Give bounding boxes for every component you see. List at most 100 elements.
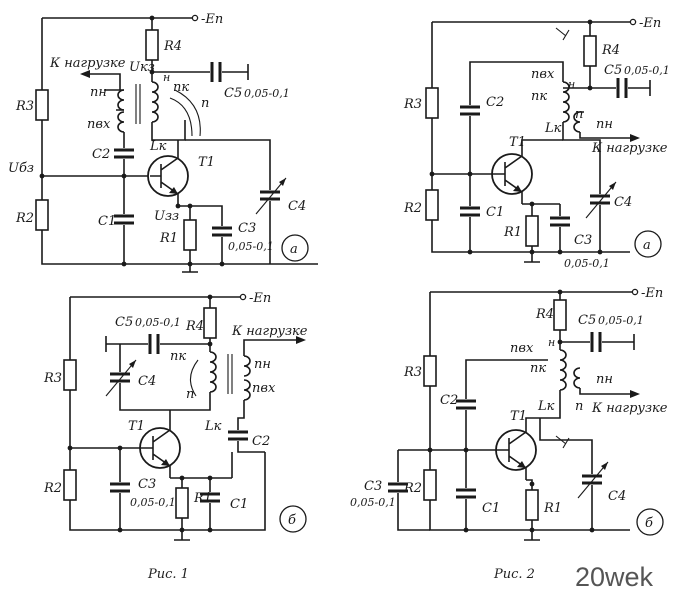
fig2b-lk-label: Lк	[537, 399, 555, 414]
fig1a-nn-label: nн	[90, 85, 107, 100]
fig1b-r3-label: R3	[43, 371, 62, 386]
fig1b-c1-label: C1	[230, 497, 248, 512]
fig1a-c3-value: 0,05-0,1	[228, 240, 274, 253]
fig2b-r4-label: R4	[535, 307, 554, 322]
fig1a-supply-label: -Eп	[201, 12, 223, 27]
fig2b-t1-label: T1	[510, 409, 527, 424]
fig1a-variant-marker	[281, 234, 309, 262]
fig2b-c5-label: C5	[578, 313, 596, 328]
fig2a-c3-value: 0,05-0,1	[564, 257, 610, 270]
fig2a-variant-marker	[634, 230, 662, 258]
fig1a-r1	[183, 219, 197, 251]
fig2a-r3-label: R3	[403, 97, 422, 112]
watermark: 20wek	[575, 562, 654, 592]
fig1b-c2-label: C2	[252, 434, 270, 449]
fig1b-lk-label: Lк	[204, 419, 222, 434]
fig2b-c1-label: C1	[482, 501, 500, 516]
fig2b-r2	[423, 469, 437, 501]
figure-2a: -Eп R3 R2 C2 C1 R4 C5 0,05-0,1 н nвх nк …	[403, 16, 670, 270]
fig2a-t1-label: T1	[509, 135, 526, 150]
fig2a-variant-label: a	[643, 238, 651, 253]
fig1b-c5-label: C5	[115, 315, 133, 330]
fig2b-n-label: n	[575, 399, 583, 414]
fig2a-c2-label: C2	[486, 95, 504, 110]
fig2a-c5-value: 0,05-0,1	[624, 64, 670, 77]
fig2a-r2-label: R2	[403, 201, 422, 216]
fig1b-r2	[63, 469, 77, 501]
fig1b-load-label: К нагрузке	[231, 324, 308, 339]
fig2b-r1	[525, 489, 539, 521]
fig1a-nvx-label: nвх	[87, 117, 111, 132]
fig1a-c1-label: C1	[98, 214, 116, 229]
fig1b-r4	[203, 307, 217, 339]
fig1b-nn-label: nн	[254, 357, 271, 372]
fig2a-r1-label: R1	[503, 225, 522, 240]
fig2b-c2-label: C2	[440, 393, 458, 408]
fig1b-r4-label: R4	[185, 319, 204, 334]
fig1a-nk-label: nк	[173, 80, 189, 95]
fig2a-nk-label: nк	[531, 89, 547, 104]
fig2a-r4-label: R4	[601, 43, 620, 58]
fig1a-c2-label: C2	[92, 147, 110, 162]
fig1b-c4-label: C4	[138, 374, 156, 389]
fig1a-c5-value: 0,05-0,1	[244, 87, 290, 100]
figure-2b: -Eп R3 R2 C3 0,05-0,1 C2 C1 R4 C5 0,05-0…	[350, 286, 668, 541]
fig1a-r1-label: R1	[159, 231, 178, 246]
fig2b-r1-label: R1	[543, 501, 562, 516]
figure-1a: -Eп R3 R2 Uбз R4 C5 0,05-0,1 Lк н nк Uкз…	[8, 12, 318, 273]
fig2b-r4	[553, 299, 567, 331]
fig2b-load-label: К нагрузке	[591, 401, 668, 416]
fig2a-c5-label: C5	[604, 63, 622, 78]
fig1a-t1-label: T1	[198, 155, 215, 170]
fig1b-c3-label: C3	[138, 477, 156, 492]
figure-1b: -Eп R3 R2 C3 0,05-0,1 R4 C5 0,05-0,1 C4 …	[43, 291, 308, 541]
fig1a-c5-label: C5	[224, 86, 242, 101]
fig1b-c3-value: 0,05-0,1	[130, 496, 176, 509]
fig1a-load-label: К нагрузке	[49, 56, 126, 71]
fig1b-nvx-label: nвх	[252, 381, 276, 396]
fig2a-r2	[425, 189, 439, 221]
fig1b-r1	[175, 487, 189, 519]
fig2b-c4-label: C4	[608, 489, 626, 504]
fig2b-h-label: н	[548, 336, 555, 349]
fig2a-r1	[525, 215, 539, 247]
fig2a-lk-label: Lк	[544, 121, 562, 136]
fig1b-t1-label: T1	[128, 419, 145, 434]
fig2b-c3-value: 0,05-0,1	[350, 496, 396, 509]
fig1a-r4	[145, 29, 159, 61]
fig2a-c1-label: C1	[486, 205, 504, 220]
fig1b-r2-label: R2	[43, 481, 62, 496]
fig2a-nn-label: nн	[596, 117, 613, 132]
fig1a-r2	[35, 199, 49, 231]
fig2b-c5-value: 0,05-0,1	[598, 314, 644, 327]
fig1a-r2-label: R2	[15, 211, 34, 226]
fig2a-supply-label: -Eп	[639, 16, 661, 31]
fig2a-h-label: н	[568, 78, 575, 91]
fig2a-nvx-label: nвх	[531, 67, 555, 82]
fig1a-r3-label: R3	[15, 99, 34, 114]
caption-fig2: Рис. 2	[493, 567, 535, 582]
fig1a-variant-label: a	[290, 242, 298, 257]
fig2a-c3-label: C3	[574, 233, 592, 248]
fig2a-r4	[583, 35, 597, 67]
fig2b-supply-label: -Eп	[641, 286, 663, 301]
fig1b-supply-label: -Eп	[249, 291, 271, 306]
fig1a-transistor	[147, 155, 189, 197]
fig2a-load-label: К нагрузке	[591, 141, 668, 156]
fig2b-r3-label: R3	[403, 365, 422, 380]
fig1b-n-label: n	[186, 387, 194, 402]
fig2b-variant-marker	[636, 508, 664, 536]
fig1a-lk-label: Lк	[149, 139, 167, 154]
fig1a-ukz-label: Uкз	[129, 60, 155, 75]
fig1a-n-label: n	[201, 96, 209, 111]
fig2a-r3	[425, 87, 439, 119]
caption-fig1: Рис. 1	[147, 567, 189, 582]
fig2b-variant-label: б	[645, 516, 653, 531]
fig1a-r4-label: R4	[163, 39, 182, 54]
fig2a-c4-label: C4	[614, 195, 632, 210]
fig2b-nn-label: nн	[596, 372, 613, 387]
fig1b-variant-label: б	[288, 513, 296, 528]
fig2b-c3-label: C3	[364, 479, 382, 494]
fig2b-nk-label: nк	[530, 361, 546, 376]
